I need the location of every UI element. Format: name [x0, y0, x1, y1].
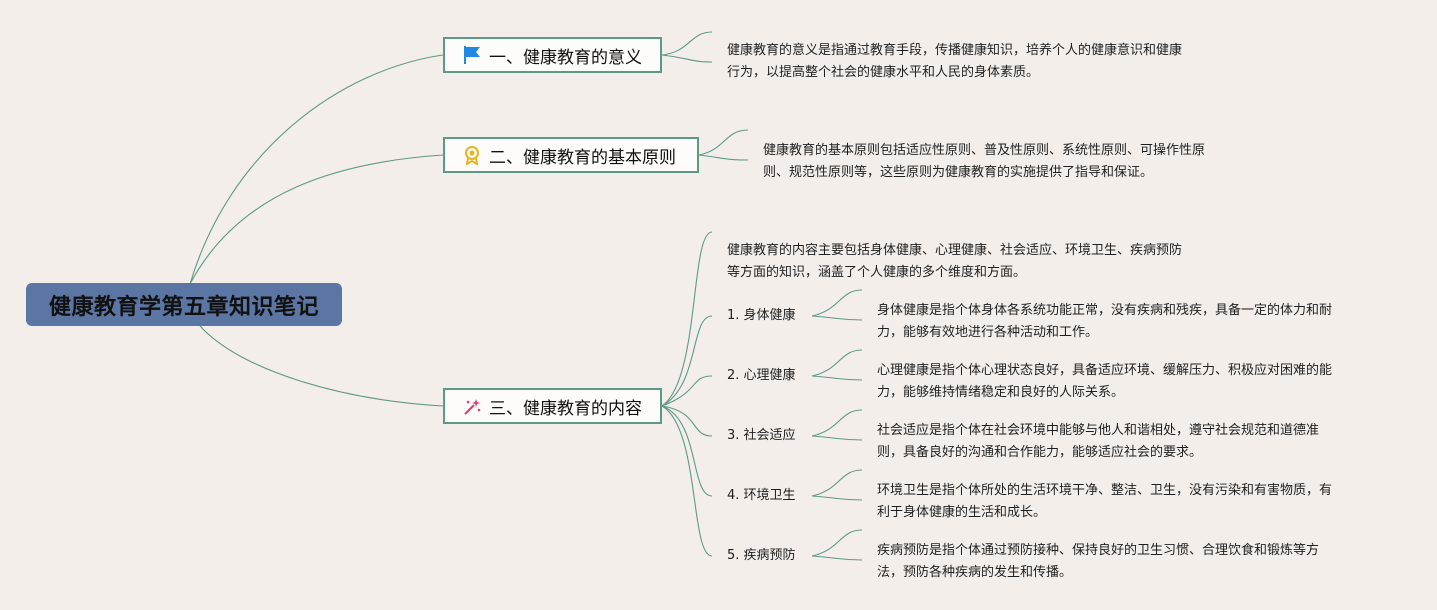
connector-sub-3-desc-tail: [811, 435, 863, 441]
desc-line: 心理健康是指个体心理状态良好，具备适应环境、缓解压力、积极应对困难的能: [877, 363, 1333, 378]
connector-branch-3-sub-4: [661, 405, 713, 497]
desc-line: 则、规范性原则等，这些原则为健康教育的实施提供了指导和保证。: [763, 165, 1154, 180]
connector-branch-2-desc-tail: [698, 154, 749, 161]
desc-line: 则，具备良好的沟通和合作能力，能够适应社会的要求。: [877, 445, 1203, 460]
branch-content-label: 三、健康教育的内容: [489, 398, 642, 419]
subtopic-label: 5. 疾病预防: [727, 548, 796, 563]
desc-line: 健康教育的意义是指通过教育手段，传播健康知识，培养个人的健康意识和健康: [727, 43, 1183, 58]
connector-sub-5-desc-tail: [811, 555, 863, 561]
desc-line: 健康教育的基本原则包括适应性原则、普及性原则、系统性原则、可操作性原: [763, 143, 1206, 158]
connector-branch-3-sub-2: [661, 375, 713, 407]
desc-line: 力，能够维持情绪稳定和良好的人际关系。: [877, 385, 1125, 400]
desc-line: 行为，以提高整个社会的健康水平和人民的身体素质。: [727, 65, 1040, 80]
connector-sub-1-desc-tail: [811, 315, 863, 321]
connector-branch-1-desc-tail: [661, 54, 713, 63]
subtopic-social-adaptation[interactable]: 3. 社会适应: [727, 426, 796, 446]
desc-line: 环境卫生是指个体所处的生活环境干净、整洁、卫生，没有污染和有害物质，有: [877, 483, 1333, 498]
connector-branch-3-sub-3: [661, 405, 713, 437]
root-topic-label: 健康教育学第五章知识笔记: [48, 294, 319, 320]
connector-branch-3-sub-5: [661, 405, 713, 557]
flag-icon: [461, 44, 483, 66]
connector-root-branch-3: [199, 325, 444, 407]
subtopic-disease-prevention[interactable]: 5. 疾病预防: [727, 546, 796, 566]
desc-line: 法，预防各种疾病的发生和传播。: [877, 565, 1073, 580]
subtopic-disease-prevention-desc: 疾病预防是指个体通过预防接种、保持良好的卫生习惯、合理饮食和锻炼等方 法，预防各…: [877, 540, 1319, 584]
subtopic-physical-health-desc: 身体健康是指个体身体各系统功能正常，没有疾病和残疾，具备一定的体力和耐 力，能够…: [877, 300, 1332, 344]
subtopic-label: 2. 心理健康: [727, 368, 796, 383]
subtopic-mental-health-desc: 心理健康是指个体心理状态良好，具备适应环境、缓解压力、积极应对困难的能 力，能够…: [877, 360, 1332, 404]
connector-sub-1-desc: [811, 289, 863, 317]
desc-line: 健康教育的内容主要包括身体健康、心理健康、社会适应、环境卫生、疾病预防: [727, 243, 1183, 258]
medal-icon: [461, 144, 483, 166]
subtopic-label: 3. 社会适应: [727, 428, 796, 443]
connector-root-branch-1: [189, 54, 444, 285]
branch-significance-desc: 健康教育的意义是指通过教育手段，传播健康知识，培养个人的健康意识和健康 行为，以…: [727, 40, 1182, 84]
desc-line: 疾病预防是指个体通过预防接种、保持良好的卫生习惯、合理饮食和锻炼等方: [877, 543, 1320, 558]
desc-line: 身体健康是指个体身体各系统功能正常，没有疾病和残疾，具备一定的体力和耐: [877, 303, 1333, 318]
branch-principles-desc: 健康教育的基本原则包括适应性原则、普及性原则、系统性原则、可操作性原 则、规范性…: [763, 140, 1205, 184]
subtopic-environmental-hygiene-desc: 环境卫生是指个体所处的生活环境干净、整洁、卫生，没有污染和有害物质，有 利于身体…: [877, 480, 1332, 524]
desc-line: 等方面的知识，涵盖了个人健康的多个维度和方面。: [727, 265, 1027, 280]
connector-sub-4-desc-tail: [811, 495, 863, 501]
connector-branch-3-sub-1: [661, 315, 713, 407]
connector-sub-3-desc: [811, 409, 863, 437]
subtopic-label: 1. 身体健康: [727, 308, 796, 323]
branch-significance[interactable]: 一、健康教育的意义: [443, 37, 662, 73]
branch-significance-label: 一、健康教育的意义: [489, 47, 642, 68]
subtopic-social-adaptation-desc: 社会适应是指个体在社会环境中能够与他人和谐相处，遵守社会规范和道德准 则，具备良…: [877, 420, 1319, 464]
connector-branch-2-desc: [698, 129, 749, 156]
root-topic[interactable]: 健康教育学第五章知识笔记: [26, 283, 342, 326]
desc-line: 利于身体健康的生活和成长。: [877, 505, 1047, 520]
connector-branch-1-desc: [661, 31, 713, 56]
branch-principles[interactable]: 二、健康教育的基本原则: [443, 137, 699, 173]
branch-content-desc: 健康教育的内容主要包括身体健康、心理健康、社会适应、环境卫生、疾病预防 等方面的…: [727, 240, 1182, 284]
subtopic-mental-health[interactable]: 2. 心理健康: [727, 366, 796, 386]
connector-root-branch-2: [189, 154, 444, 285]
desc-line: 力，能够有效地进行各种活动和工作。: [877, 325, 1099, 340]
branch-content[interactable]: 三、健康教育的内容: [443, 388, 662, 424]
branch-principles-label: 二、健康教育的基本原则: [489, 147, 676, 168]
connector-sub-5-desc: [811, 529, 863, 557]
connector-branch-3-desc: [661, 231, 713, 407]
connector-sub-4-desc: [811, 469, 863, 497]
subtopic-physical-health[interactable]: 1. 身体健康: [727, 306, 796, 326]
subtopic-environmental-hygiene[interactable]: 4. 环境卫生: [727, 486, 796, 506]
connector-sub-2-desc-tail: [811, 375, 863, 381]
connector-sub-2-desc: [811, 349, 863, 377]
desc-line: 社会适应是指个体在社会环境中能够与他人和谐相处，遵守社会规范和道德准: [877, 423, 1320, 438]
subtopic-label: 4. 环境卫生: [727, 488, 796, 503]
sparkle-icon: [461, 395, 483, 417]
